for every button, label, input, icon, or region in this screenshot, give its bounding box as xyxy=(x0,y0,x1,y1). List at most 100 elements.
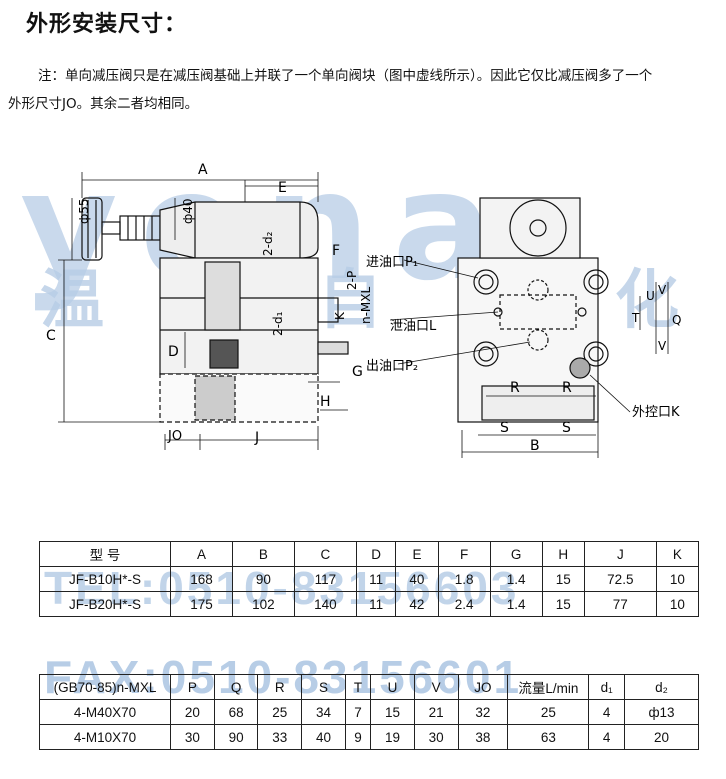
table-cell: JF-B20H*-S xyxy=(39,591,171,617)
table-cell: 11 xyxy=(355,566,397,592)
table-row: 4-M10X70 30 90 33 40 9 19 30 38 63 4 20 xyxy=(39,724,699,750)
dim-label-F: F xyxy=(332,243,340,259)
table-header-cell: 流量L/min xyxy=(507,674,590,700)
table-cell: 2.4 xyxy=(437,591,491,617)
dim-label-K: K xyxy=(333,311,347,320)
table-header-cell: Q xyxy=(213,674,259,700)
table-cell: 11 xyxy=(355,591,397,617)
dim-label-C: C xyxy=(46,328,56,344)
table-row: JF-B10H*-S 168 90 117 11 40 1.8 1.4 15 7… xyxy=(39,566,700,592)
table-cell: 1.8 xyxy=(437,566,491,592)
table-cell: JF-B10H*-S xyxy=(39,566,171,592)
dim-label-G: G xyxy=(352,364,363,380)
table-header-row: 型 号 A B C D E F G H J K xyxy=(39,541,700,567)
page-title: 外形安装尺寸： xyxy=(26,12,188,37)
table-header-cell: U xyxy=(370,674,415,700)
table-cell: 72.5 xyxy=(583,566,657,592)
table-row: JF-B20H*-S 175 102 140 11 42 2.4 1.4 15 … xyxy=(39,591,700,617)
table-cell: 140 xyxy=(293,591,357,617)
front-dimension-lines xyxy=(389,259,669,458)
table-header-cell: G xyxy=(489,541,543,567)
table-header-cell: d₂ xyxy=(624,674,699,700)
table-cell: 7 xyxy=(344,699,372,725)
table-cell: 42 xyxy=(395,591,439,617)
table-cell: 168 xyxy=(170,566,233,592)
table-header-cell: T xyxy=(344,674,372,700)
table-header-cell: 型 号 xyxy=(39,541,171,567)
dim-label-A: A xyxy=(198,162,208,178)
table-cell: 38 xyxy=(457,724,509,750)
table-cell: 25 xyxy=(507,699,590,725)
dim-label-H: H xyxy=(320,394,331,410)
dim-label-D: D xyxy=(168,344,179,360)
dim-label-E: E xyxy=(278,180,287,196)
table-cell: 15 xyxy=(541,591,585,617)
table-cell: 68 xyxy=(213,699,259,725)
front-label-Q: Q xyxy=(672,313,681,327)
table-row: 4-M40X70 20 68 25 34 7 15 21 32 25 4 ф13 xyxy=(39,699,699,725)
front-label-T: T xyxy=(631,311,640,325)
front-label-outlet: 出油口P₂ xyxy=(366,359,418,374)
watermark-char-3: 自 xyxy=(318,264,382,338)
dimension-drawing: yena 温 钢 自 动 化 xyxy=(20,150,681,458)
dim-label-J: J xyxy=(254,430,259,446)
table-cell: 40 xyxy=(395,566,439,592)
table-cell: ф13 xyxy=(624,699,699,725)
dim-label-d1: 2-d₁ xyxy=(271,311,285,336)
note-line-1: 注：单向减压阀只是在减压阀基础上并联了一个单向阀块（图中虚线所示）。因此它仅比减… xyxy=(38,68,653,84)
table-cell: 77 xyxy=(583,591,657,617)
table-cell: 19 xyxy=(370,724,415,750)
table-cell: 15 xyxy=(541,566,585,592)
table-cell: 175 xyxy=(170,591,233,617)
front-view xyxy=(457,197,609,423)
table-header-cell: E xyxy=(395,541,439,567)
table-cell: 117 xyxy=(293,566,357,592)
table-header-cell: A xyxy=(170,541,233,567)
dim-label-p: 2-P xyxy=(345,271,359,290)
front-label-U: U xyxy=(646,289,655,303)
table-header-cell: C xyxy=(293,541,357,567)
table-cell: 34 xyxy=(301,699,346,725)
table-header-cell: R xyxy=(257,674,303,700)
table-cell: 1.4 xyxy=(489,566,543,592)
dimension-table-1: 型 号 A B C D E F G H J K JF-B10H*-S 168 9… xyxy=(39,541,700,617)
table-cell: 33 xyxy=(257,724,303,750)
table-cell: 25 xyxy=(257,699,303,725)
table-header-cell: K xyxy=(655,541,700,567)
table-header-cell: B xyxy=(231,541,295,567)
table-cell: 30 xyxy=(413,724,459,750)
table-cell: 63 xyxy=(507,724,590,750)
front-label-B: B xyxy=(530,438,540,454)
side-view xyxy=(81,197,349,423)
table-header-cell: JO xyxy=(457,674,509,700)
table-cell: 40 xyxy=(301,724,346,750)
table-cell: 10 xyxy=(655,566,700,592)
table-header-cell: d₁ xyxy=(588,674,625,700)
front-label-S-left: S xyxy=(500,420,509,436)
dim-label-phi55: ф55 xyxy=(77,198,91,224)
front-label-V-top: V xyxy=(658,283,667,297)
front-label-V-bottom: V xyxy=(658,339,667,353)
front-label-external: 外控口K xyxy=(632,405,680,420)
table-cell: 4 xyxy=(588,699,625,725)
table-cell: 102 xyxy=(231,591,295,617)
table-cell: 30 xyxy=(170,724,215,750)
table-cell: 10 xyxy=(655,591,700,617)
table-header-cell: P xyxy=(170,674,215,700)
side-dimension-lines xyxy=(58,172,348,450)
front-label-drain: 泄油口L xyxy=(390,319,437,334)
table-cell: 15 xyxy=(370,699,415,725)
table-cell: 90 xyxy=(231,566,295,592)
table-header-cell: F xyxy=(437,541,491,567)
table-cell: 4 xyxy=(588,724,625,750)
watermark-char-1: 温 xyxy=(40,264,104,338)
table-header-cell: V xyxy=(413,674,459,700)
front-label-R-right: R xyxy=(562,380,572,396)
front-label-S-right: S xyxy=(562,420,571,436)
table-cell: 90 xyxy=(213,724,259,750)
table-header-cell: H xyxy=(541,541,585,567)
table-header-cell: S xyxy=(301,674,346,700)
table-header-cell: D xyxy=(355,541,397,567)
dim-label-d2: 2-d₂ xyxy=(261,231,275,256)
table-cell: 20 xyxy=(624,724,699,750)
